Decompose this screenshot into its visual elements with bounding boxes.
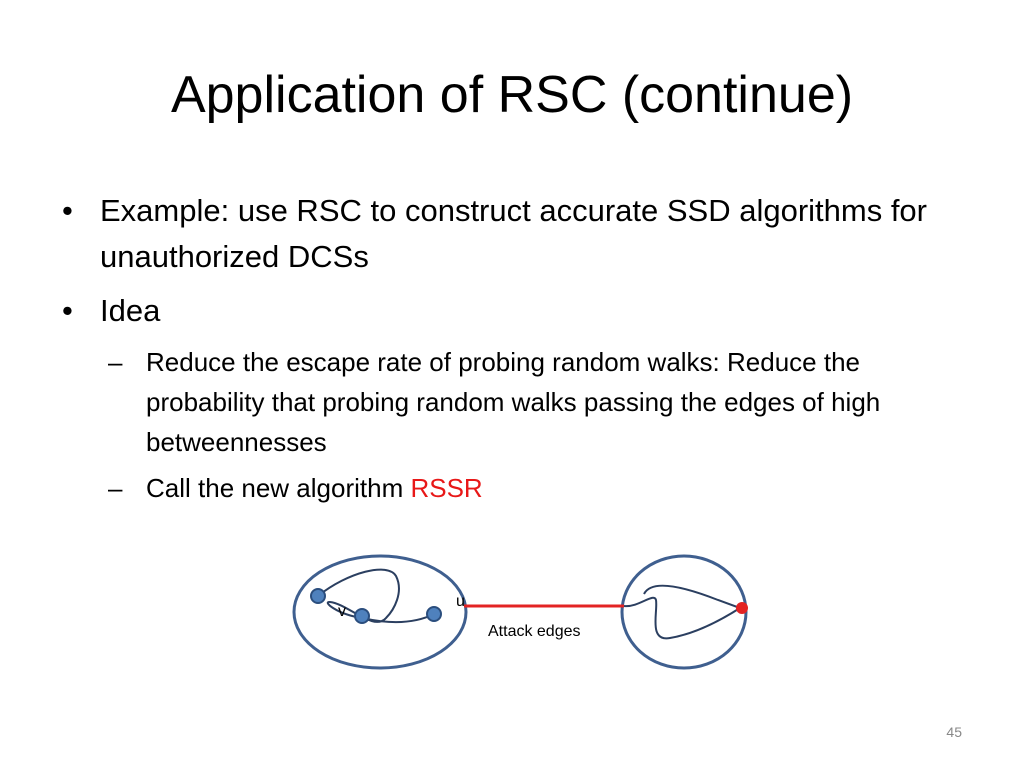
bullet-dot: • <box>62 193 73 228</box>
bullet-item: • Idea <box>62 288 962 334</box>
node-u-label: u <box>456 593 465 610</box>
sub-bullet-text: Call the new algorithm <box>146 473 411 503</box>
sub-bullet-item: – Call the new algorithm RSSR <box>108 468 962 508</box>
network-diagram: v u Attack edges <box>292 554 748 670</box>
bullet-text: Idea <box>100 293 161 328</box>
node-v <box>354 608 370 624</box>
random-walk-path <box>317 568 435 623</box>
sub-bullet-item: – Reduce the escape rate of probing rand… <box>108 342 962 462</box>
sub-bullet-text: Reduce the escape rate of probing random… <box>146 347 881 457</box>
node-u <box>426 606 442 622</box>
bullet-item: • Example: use RSC to construct accurate… <box>62 188 962 280</box>
algorithm-name-highlight: RSSR <box>410 473 483 503</box>
sybil-node <box>736 602 748 614</box>
sybil-region-ellipse <box>620 554 748 670</box>
node-v-label: v <box>338 603 346 620</box>
slide-title: Application of RSC (continue) <box>170 66 854 124</box>
sybil-loop-path <box>623 584 743 640</box>
slide-number: 45 <box>946 724 962 740</box>
attack-edges-label: Attack edges <box>488 623 581 640</box>
sub-bullet-dash: – <box>108 473 123 503</box>
bullet-text: Example: use RSC to construct accurate S… <box>100 193 927 274</box>
sub-bullet-dash: – <box>108 347 123 377</box>
bullet-dot: • <box>62 293 73 328</box>
bullet-list: • Example: use RSC to construct accurate… <box>62 188 962 514</box>
node-start <box>310 588 326 604</box>
honest-region-ellipse <box>292 554 468 670</box>
